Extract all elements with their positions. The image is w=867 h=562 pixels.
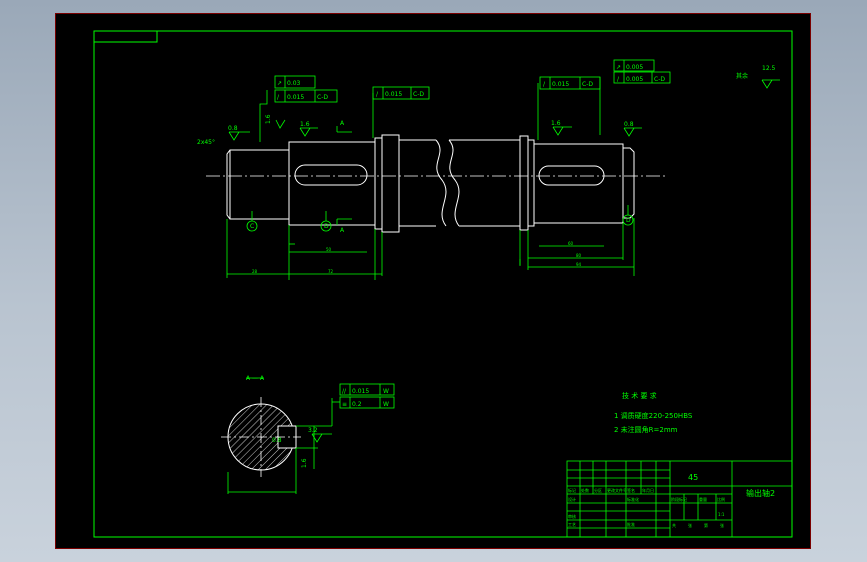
tech-req-title: 技 术 要 求 xyxy=(622,391,657,400)
outer-sheet-border xyxy=(93,30,793,538)
fcf-right-cyl-datum: C-D xyxy=(654,76,665,83)
tb-label-9: 工艺 xyxy=(568,522,576,527)
fcf-right-top-value: 0.005 xyxy=(626,64,643,71)
svg-text:/: / xyxy=(543,81,546,88)
svg-text:≡: ≡ xyxy=(342,401,347,408)
fcf-right-a-value: 0.015 xyxy=(552,81,569,88)
datum-c-label: C xyxy=(250,223,254,230)
fcf-right-a xyxy=(539,76,601,90)
title-block-material: 45 xyxy=(688,473,698,482)
fcf-right-cyl-value: 0.005 xyxy=(626,76,643,83)
fcf-left-cyl-value: 0.015 xyxy=(287,94,304,101)
section-mark-top: A xyxy=(340,120,345,127)
surface-mark-2: 1.6 xyxy=(300,121,310,128)
section-title: A — A xyxy=(246,375,265,382)
svg-text:↗: ↗ xyxy=(616,64,621,71)
tb-label-8: 审核 xyxy=(568,513,576,519)
fcf-left-runout xyxy=(274,75,316,89)
fcf-right-top xyxy=(613,59,655,72)
tb-label-10: 批准 xyxy=(627,521,635,527)
tb-label-3: 更改文件号 xyxy=(607,487,627,493)
datum-d-label-2: D xyxy=(626,217,631,224)
tech-requirements: 技 术 要 求 1 调质硬度220-250HBS 2 未注圆角R=2mm xyxy=(614,391,693,434)
surface-mark-5: 0.8 xyxy=(624,121,634,128)
svg-text:50: 50 xyxy=(326,247,332,252)
section-parallel-datum: W xyxy=(383,388,389,395)
title-block-part-name: 输出轴2 xyxy=(746,488,775,498)
general-finish-value: 12.5 xyxy=(762,65,776,72)
tech-req-item-1: 1 调质硬度220-250HBS xyxy=(614,411,693,420)
surface-mark-4: 1.6 xyxy=(551,120,561,127)
chamfer-label: 2x45° xyxy=(197,139,215,146)
tb-label-1: 处数 xyxy=(581,487,589,493)
tb-label-5: 年月日 xyxy=(642,487,654,493)
tb-label-17: 张 xyxy=(720,522,724,528)
cad-drawing-canvas: 28 72 50 80 94 60 2x45° A A C D D 0.8 1.… xyxy=(93,30,793,538)
tb-label-11: 阶段标记 xyxy=(671,496,687,502)
title-block-scale: 1:1 xyxy=(718,512,725,517)
svg-text:72: 72 xyxy=(328,269,334,274)
svg-text:/: / xyxy=(277,94,280,101)
svg-text:/: / xyxy=(617,76,620,83)
tb-label-0: 标记 xyxy=(568,487,576,493)
corner-tab xyxy=(93,30,158,43)
tb-label-12: 重量 xyxy=(699,496,707,502)
section-sym-value: 0.2 xyxy=(352,401,362,408)
tb-label-2: 分区 xyxy=(594,487,602,493)
datum-d-label-1: D xyxy=(324,223,329,230)
tb-label-6: 设计 xyxy=(568,496,576,502)
svg-text:94: 94 xyxy=(576,262,582,267)
section-mark-bottom: A xyxy=(340,227,345,234)
surface-mark-3: 1.6 xyxy=(265,114,272,124)
fcf-left-cyl xyxy=(274,89,338,103)
fcf-section-parallel xyxy=(339,383,395,396)
tb-label-13: 比例 xyxy=(717,496,725,502)
tb-label-14: 共 xyxy=(672,522,676,528)
svg-text:28: 28 xyxy=(252,269,258,274)
tech-req-item-2: 2 未注圆角R=2mm xyxy=(614,425,678,434)
dimension-lines xyxy=(226,77,780,280)
drawing-viewport[interactable]: 28 72 50 80 94 60 2x45° A A C D D 0.8 1.… xyxy=(55,13,811,549)
svg-text:60: 60 xyxy=(568,241,574,246)
fcf-left-runout-value: 0.03 xyxy=(287,80,301,87)
svg-text:/: / xyxy=(376,91,379,98)
fcf-section-sym xyxy=(339,396,395,409)
fcf-left-cyl-datum: C-D xyxy=(317,94,328,101)
keyway-right xyxy=(538,165,605,186)
svg-text:80: 80 xyxy=(576,253,582,258)
tb-label-15: 张 xyxy=(688,522,692,528)
fcf-right-cyl xyxy=(613,71,671,84)
shaft-main-view xyxy=(226,134,635,233)
keyway-left xyxy=(294,164,368,186)
section-parallel-value: 0.015 xyxy=(352,388,369,395)
tb-label-16: 第 xyxy=(704,522,708,528)
svg-text://: // xyxy=(342,388,347,395)
section-a-a-view: A — A // 0.015 W ≡ 0.2 xyxy=(221,375,395,494)
fcf-mid-runout xyxy=(372,86,430,100)
fcf-mid-runout-datum: C-D xyxy=(413,91,424,98)
tb-label-7: 标准化 xyxy=(627,496,639,502)
section-finish-mark-2: 1.6 xyxy=(301,458,308,468)
section-sym-datum: W xyxy=(383,401,389,408)
section-finish-mark-3: 0.8 xyxy=(272,437,282,444)
surface-mark-1: 0.8 xyxy=(228,125,238,132)
tb-label-4: 签名 xyxy=(627,487,635,493)
general-finish-note: 其余 xyxy=(736,72,748,80)
section-finish-mark: 3.2 xyxy=(308,427,318,434)
fcf-right-a-datum: C-D xyxy=(582,81,593,88)
svg-text:↗: ↗ xyxy=(277,80,282,87)
title-block xyxy=(566,460,793,538)
fcf-mid-runout-value: 0.015 xyxy=(385,91,402,98)
